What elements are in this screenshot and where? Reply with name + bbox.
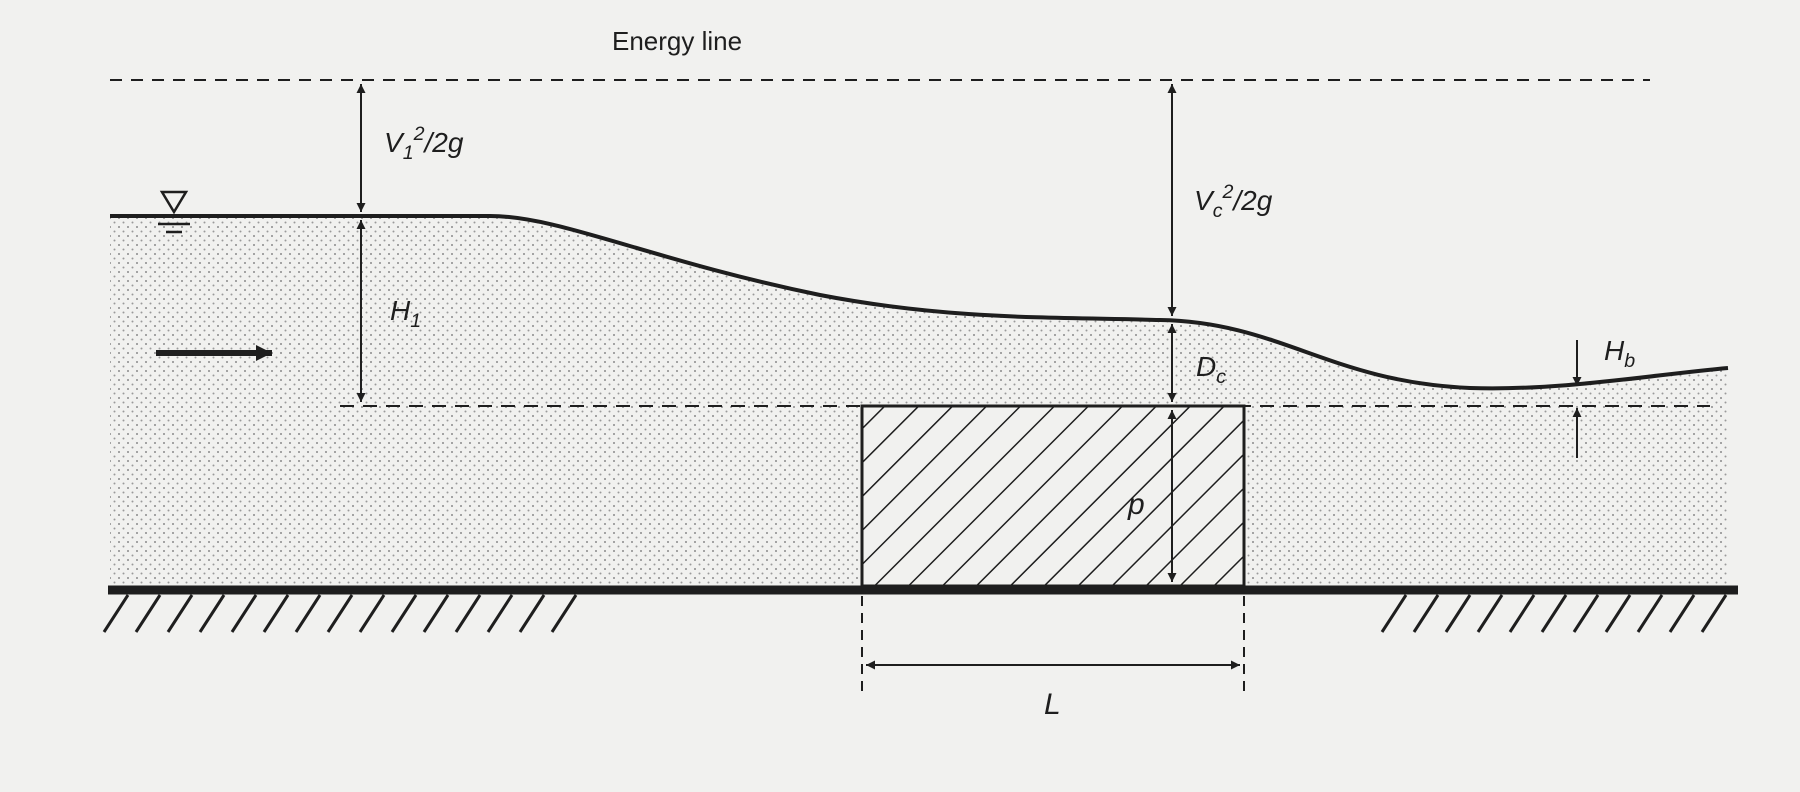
bed-hatching-right — [1380, 594, 1728, 633]
water-body — [110, 216, 1728, 586]
water-surface-symbol-icon — [158, 190, 190, 234]
downstream-head-label: Hb — [1604, 335, 1635, 372]
velocity-head-upstream-label: V12/2g — [384, 123, 464, 164]
weir-length-label: L — [1044, 688, 1061, 721]
critical-depth-label: Dc — [1196, 351, 1226, 388]
weir-hatching — [860, 404, 1246, 588]
bed-hatching-left — [102, 594, 578, 633]
weir-height-label: p — [1127, 488, 1145, 521]
upstream-head-label: H1 — [390, 295, 421, 332]
energy-line-label: Energy line — [612, 26, 742, 56]
velocity-head-critical-label: Vc2/2g — [1194, 181, 1273, 222]
water-surface — [110, 214, 1729, 391]
